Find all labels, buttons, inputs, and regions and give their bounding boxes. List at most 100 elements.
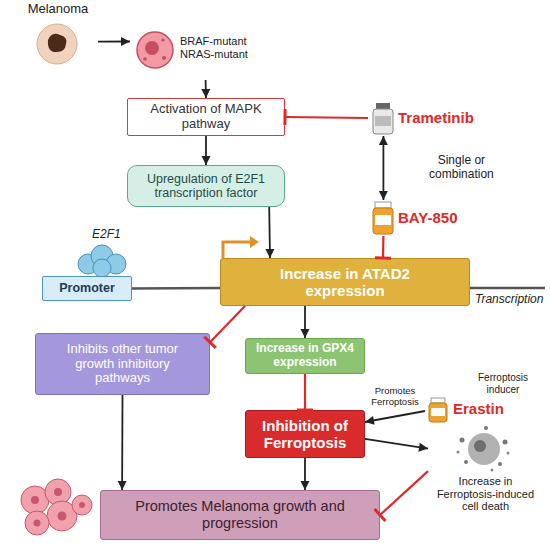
bottle-body: [429, 403, 447, 422]
cell-nucleus: [474, 440, 486, 452]
annotation-label: Transcription: [475, 293, 545, 307]
bottle-label: [375, 116, 391, 126]
node-text: Ferroptosis inducer: [463, 372, 543, 395]
debris: [484, 426, 488, 430]
inhibition-bar: [375, 509, 386, 521]
connector: [98, 37, 130, 46]
cell-nucleus: [145, 41, 159, 55]
debris: [507, 452, 510, 455]
bottle-body: [373, 109, 393, 134]
process-box: Promotes Melanoma growth and progression: [100, 490, 380, 540]
dna-strand: [470, 287, 545, 290]
connector-line: [382, 236, 385, 258]
cell-body: [137, 32, 173, 68]
dying-cell: [457, 426, 510, 472]
illustrated-node: E2F1: [72, 228, 132, 276]
tumor-nucleus: [79, 502, 85, 508]
node-text: Increase in GPX4 expression: [252, 342, 358, 370]
connector-line: [285, 117, 368, 118]
arrow-head: [265, 249, 274, 258]
process-box: Inhibits other tumor growth inhibitory p…: [35, 333, 210, 395]
arrow-head: [118, 481, 127, 490]
mole: [48, 34, 66, 52]
connector-line: [382, 136, 384, 200]
illustrated-node: Melanoma: [18, 2, 98, 66]
connector-line: [132, 287, 220, 290]
cell-dot: [143, 57, 147, 61]
bottle-cap: [375, 202, 391, 208]
arrow-head: [201, 89, 210, 98]
connector: [265, 207, 274, 258]
melanoma-cell: [137, 32, 173, 68]
node-text: Promotes Melanoma growth and progression: [119, 498, 361, 531]
node-text: Inhibits other tumor growth inhibitory p…: [46, 342, 199, 387]
arrow-head: [121, 37, 130, 46]
tumor-cell: [72, 495, 92, 515]
bottle-label: [375, 215, 391, 225]
illustrated-node: BAY-850: [368, 200, 478, 236]
connector-line: [365, 439, 428, 449]
arrow-head: [379, 136, 388, 145]
cell-dot: [161, 38, 164, 41]
debris: [498, 462, 502, 466]
node-text: Erastin: [453, 400, 543, 417]
connector-line: [365, 411, 425, 422]
process-box: Increase in GPX4 expression: [245, 338, 365, 374]
connector-line: [304, 458, 306, 490]
debris: [464, 460, 468, 464]
arrow-head: [301, 329, 310, 338]
connector: [365, 411, 425, 425]
debris: [460, 438, 465, 443]
debris: [457, 451, 460, 454]
tumor-nucleus: [58, 512, 67, 521]
tumor-nucleus: [54, 488, 62, 496]
node-text: Promoter: [59, 281, 115, 295]
illustrated-node: BRAF-mutant NRAS-mutant: [130, 25, 265, 80]
process-box: Promoter: [42, 276, 132, 301]
illustrated-node: Increase in Ferroptosis-induced cell dea…: [428, 427, 543, 525]
protein-lobe: [93, 259, 111, 277]
skin-patch: [37, 24, 77, 64]
node-text: Increase in Ferroptosis-induced cell dea…: [428, 475, 543, 513]
cell-dot: [162, 56, 166, 60]
connector-line: [205, 136, 207, 165]
connector: [118, 395, 127, 490]
node-text: E2F1: [92, 228, 132, 242]
e2f1-protein: [78, 245, 126, 277]
connector: [202, 136, 211, 165]
connector: [375, 471, 428, 521]
transcription-start-arrow: [223, 236, 259, 258]
mole-illustration: [37, 24, 77, 64]
node-text: Upregulation of E2F1 transcription facto…: [134, 172, 278, 201]
node-text: BAY-850: [398, 209, 478, 226]
inhibition-bar: [297, 409, 313, 412]
debris: [491, 469, 494, 472]
debris: [503, 440, 508, 445]
inhibition-bar: [283, 109, 286, 125]
tumor-cell: [25, 511, 49, 535]
node-text: Inhibition of Ferroptosis: [254, 417, 356, 452]
node-text: Melanoma: [18, 2, 98, 17]
transcription-arrow-line: [223, 242, 251, 258]
arrow-head: [379, 191, 388, 200]
connector-line: [304, 306, 306, 338]
tumor-nucleus: [34, 520, 41, 527]
connector-line: [121, 395, 123, 490]
arrow-head: [300, 481, 309, 490]
connector: [132, 288, 220, 290]
drug-bottle: [373, 103, 393, 134]
node-text: BRAF-mutant NRAS-mutant: [180, 35, 265, 60]
node-text: Activation of MAPK pathway: [134, 102, 278, 132]
node-text: Trametinib: [398, 109, 478, 126]
connector: [285, 109, 368, 125]
arrow-head: [365, 416, 375, 425]
transcription-arrow-head: [250, 236, 259, 248]
arrow-head: [202, 156, 211, 165]
process-box: Upregulation of E2F1 transcription facto…: [127, 165, 285, 207]
tumor-illustration: [21, 479, 92, 535]
connector: [201, 80, 210, 98]
connector: [365, 439, 428, 452]
bottle-cap: [376, 103, 390, 109]
